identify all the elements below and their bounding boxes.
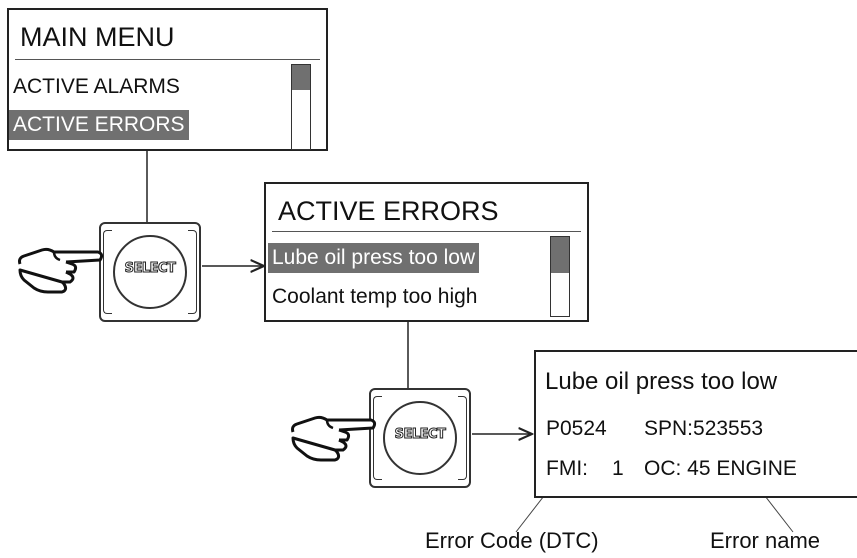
error-code-text: P0524 <box>546 417 607 440</box>
select-button-label: SELECT <box>124 261 176 277</box>
active-errors-scrollbar[interactable] <box>550 236 570 317</box>
main-menu-screen: MAIN MENU ACTIVE ALARMS ACTIVE ERRORS <box>7 8 328 151</box>
spn-text: SPN:523553 <box>644 417 764 440</box>
select-button-label: SELECT <box>394 427 446 443</box>
select-button-2[interactable]: SELECT <box>369 388 471 488</box>
main-menu-scrollbar-thumb[interactable] <box>292 65 310 91</box>
menu-item-active-alarms[interactable]: ACTIVE ALARMS <box>13 75 180 98</box>
select-button-1[interactable]: SELECT <box>99 222 201 322</box>
pointing-hand-icon <box>291 415 377 462</box>
active-errors-divider <box>272 231 581 232</box>
menu-item-active-errors[interactable]: ACTIVE ERRORS <box>9 110 189 140</box>
error-code-caption: Error Code (DTC) <box>425 528 599 553</box>
error-name-text: Lube oil press too low <box>545 368 778 395</box>
select-button-icon[interactable]: SELECT <box>113 235 187 309</box>
main-menu-title: MAIN MENU <box>20 22 175 52</box>
error-item-lube-oil[interactable]: Lube oil press too low <box>268 243 480 273</box>
error-name-caption: Error name <box>710 528 821 553</box>
select-button-icon[interactable]: SELECT <box>383 401 457 475</box>
oc-text: OC: 45 ENGINE <box>644 457 797 480</box>
main-menu-scrollbar[interactable] <box>291 64 311 150</box>
error-detail-screen: Lube oil press too low P0524 SPN:523553 … <box>534 350 857 498</box>
active-errors-title: ACTIVE ERRORS <box>278 196 499 226</box>
error-item-coolant-temp[interactable]: Coolant temp too high <box>272 285 478 308</box>
main-menu-divider <box>15 59 320 60</box>
pointing-hand-icon <box>18 247 104 294</box>
active-errors-screen: ACTIVE ERRORS Lube oil press too low Coo… <box>264 182 589 322</box>
active-errors-scrollbar-thumb[interactable] <box>551 237 569 273</box>
fmi-value: 1 <box>612 457 624 480</box>
fmi-label: FMI: <box>546 457 588 480</box>
